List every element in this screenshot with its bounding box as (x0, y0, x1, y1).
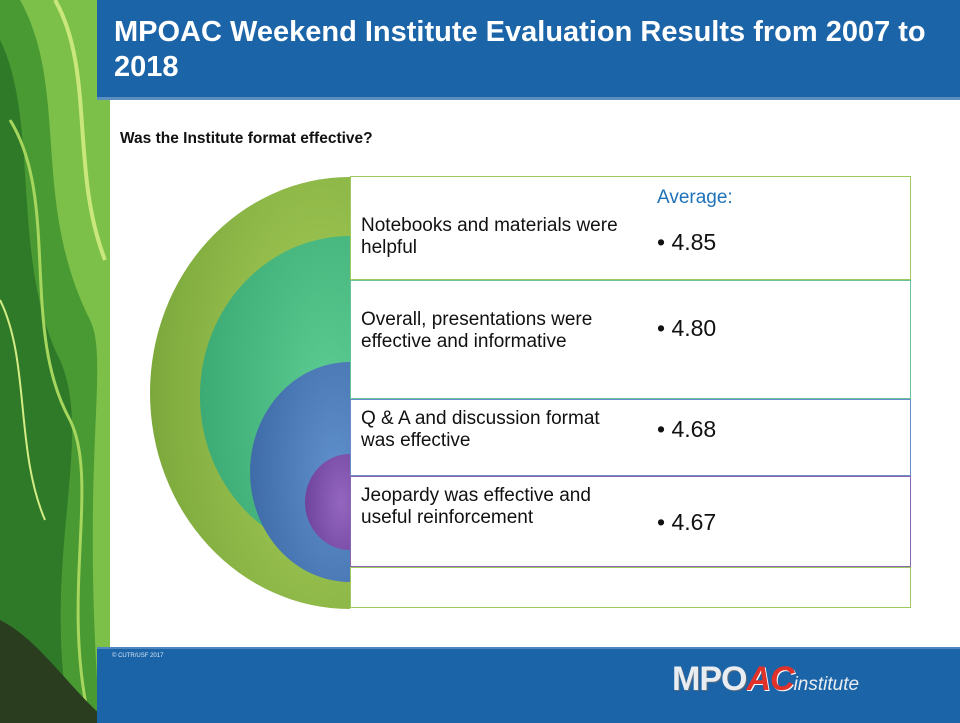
average-heading: Average: (657, 187, 733, 208)
footer-bar (97, 647, 960, 723)
logo-text-institute: institute (793, 674, 860, 695)
item-value: • 4.67 (657, 509, 717, 535)
logo-text-ac: AC (746, 660, 794, 698)
item-label: Q & A and discussion format was effectiv… (361, 408, 600, 451)
item-row-presentations: Overall, presentations were effective an… (350, 280, 911, 399)
question-heading: Was the Institute format effective? (120, 130, 373, 147)
nested-semicircles (150, 177, 350, 609)
slide-title: MPOAC Weekend Institute Evaluation Resul… (114, 16, 926, 83)
decorative-green-swirl (0, 0, 110, 723)
item-row-empty (350, 567, 911, 608)
item-row-qa: Q & A and discussion format was effectiv… (350, 399, 911, 476)
item-row-jeopardy: Jeopardy was effective and useful reinfo… (350, 476, 911, 567)
item-value: • 4.68 (657, 416, 717, 442)
logo-text-mpo: MPO (672, 660, 747, 698)
nested-circles-diagram: Average: Notebooks and materials were he… (150, 176, 915, 610)
item-label: Notebooks and materials were helpful (361, 215, 618, 258)
title-bar (97, 0, 960, 100)
semicircle-jeopardy (305, 454, 350, 550)
item-value: • 4.80 (657, 315, 717, 341)
item-value: • 4.85 (657, 229, 717, 255)
copyright-text: © CUTR/USF 2017 (112, 653, 164, 659)
item-row-notebooks: Average: Notebooks and materials were he… (350, 176, 911, 280)
item-label: Overall, presentations were effective an… (361, 309, 593, 352)
item-label: Jeopardy was effective and useful reinfo… (361, 485, 591, 528)
mpoac-institute-logo: MPOACinstitute (672, 660, 942, 710)
